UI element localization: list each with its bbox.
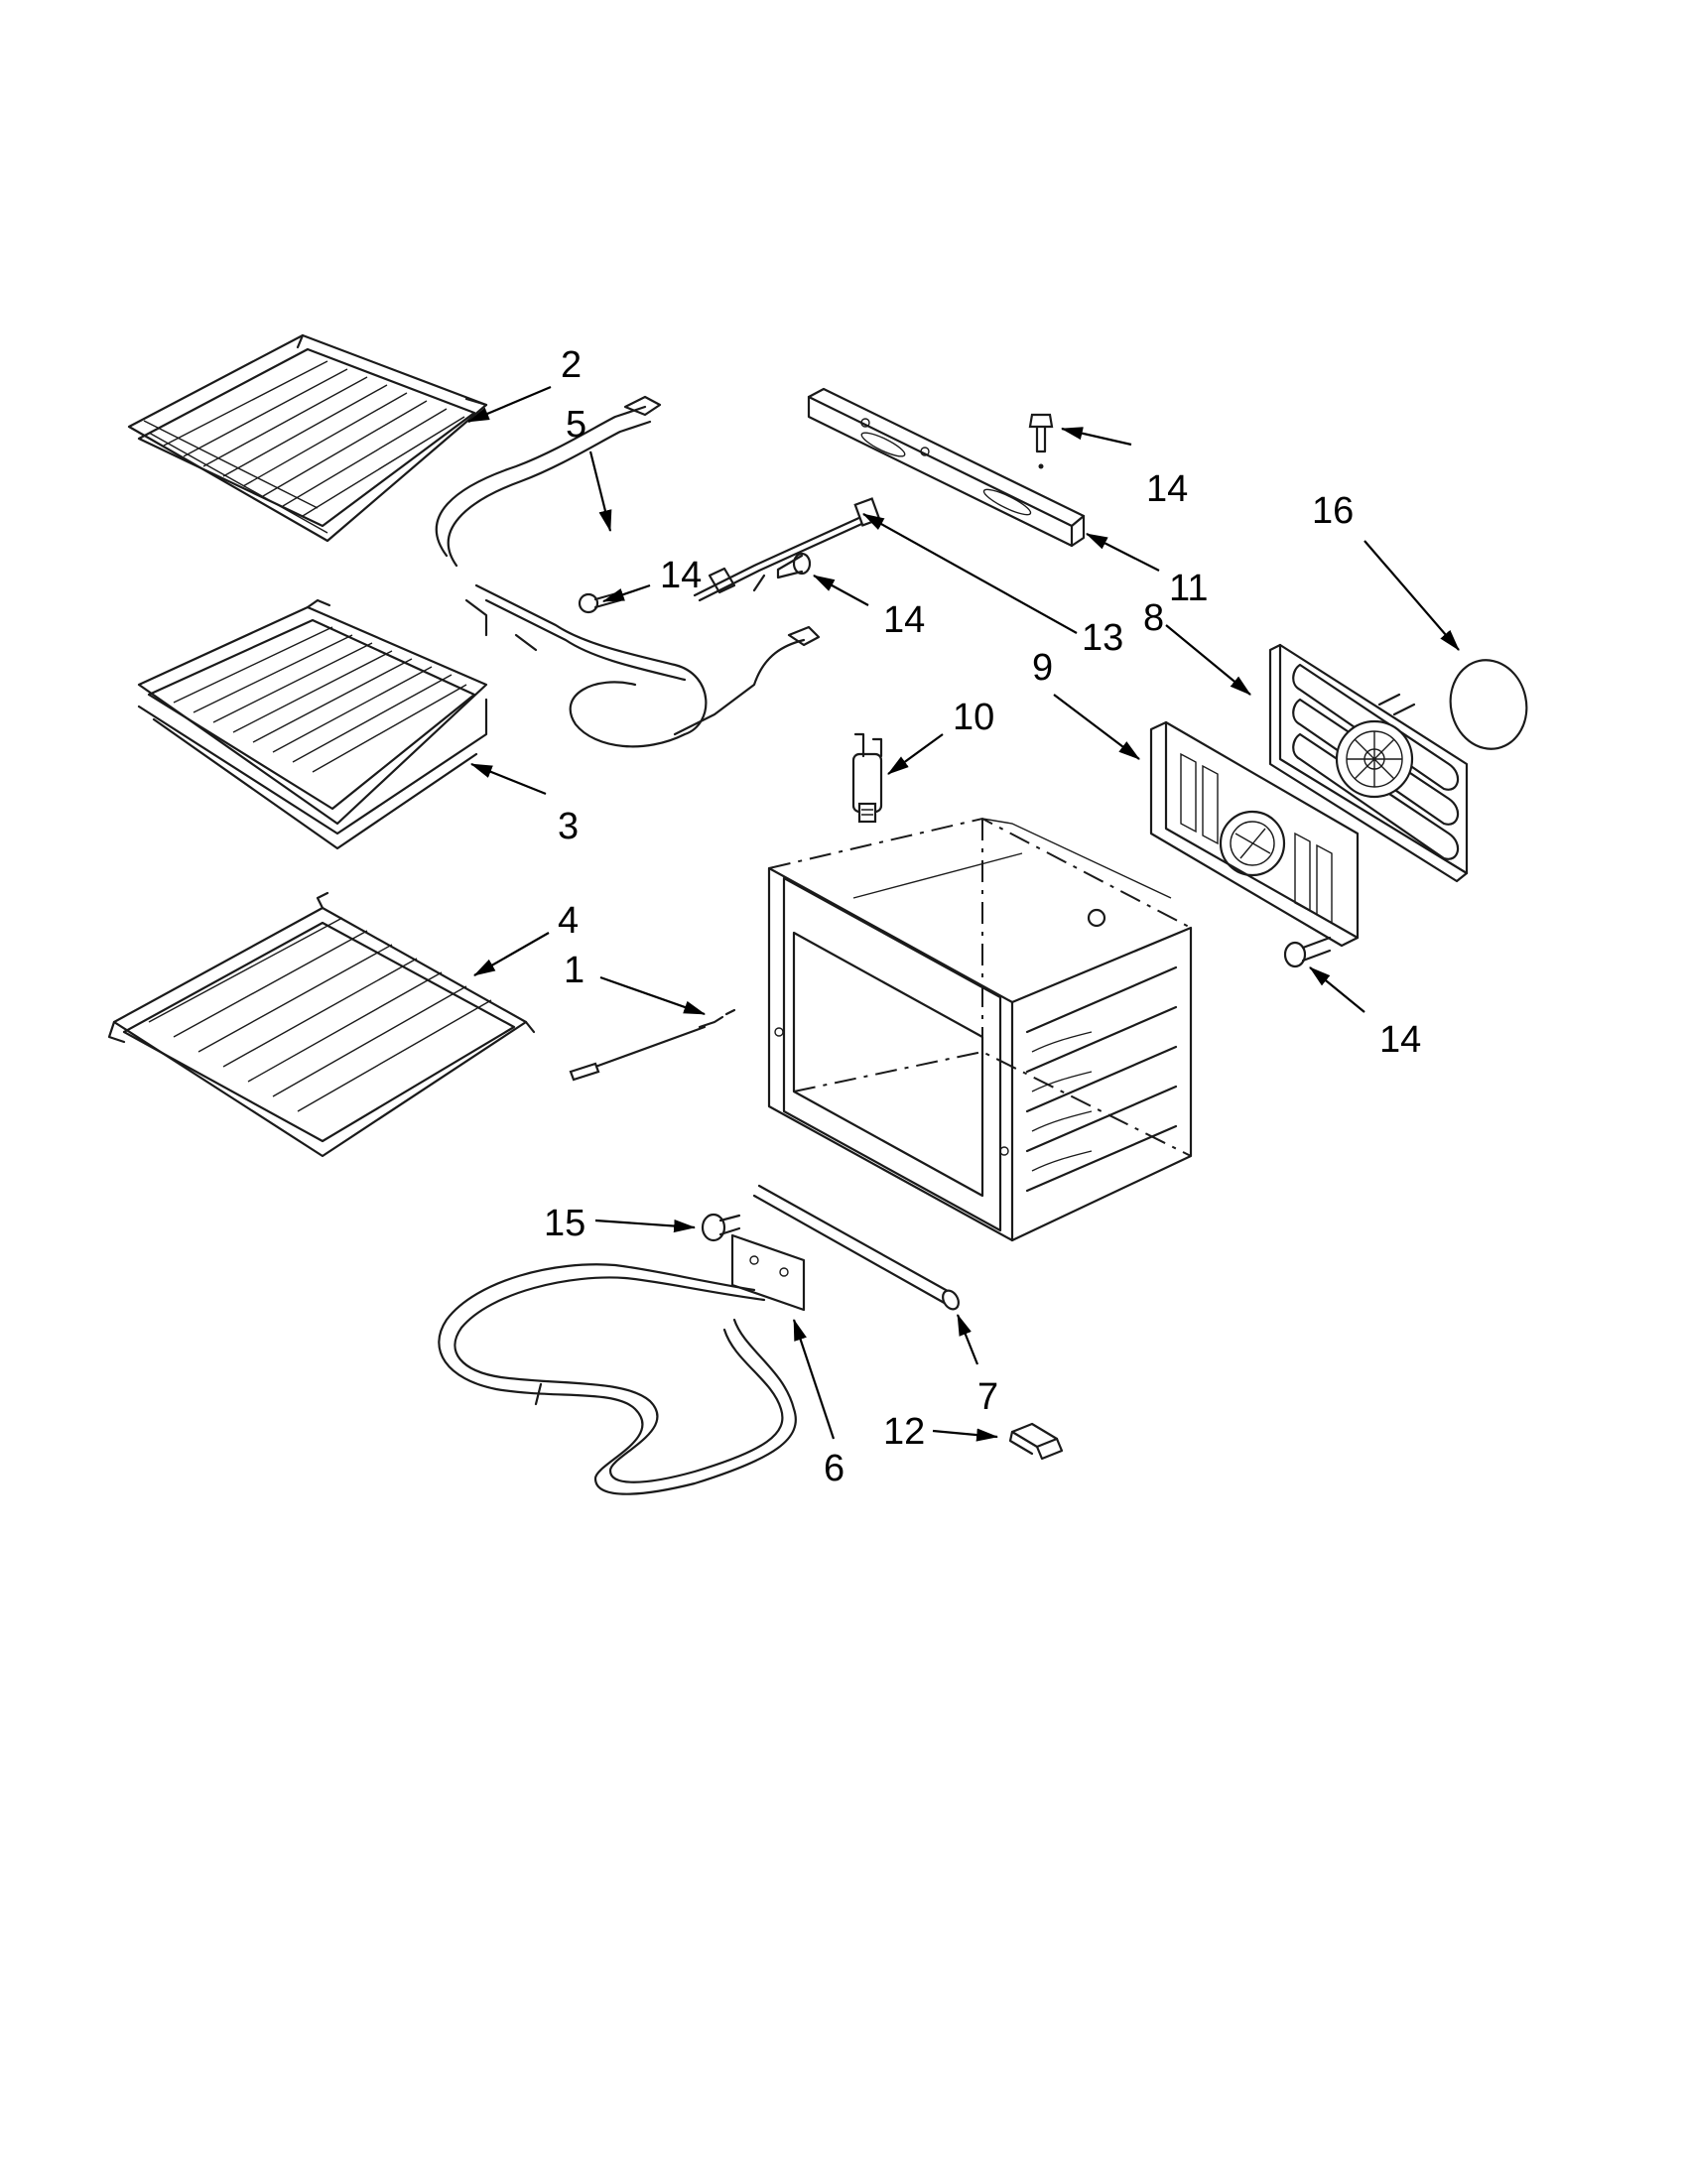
bake-element xyxy=(438,1233,806,1495)
callout-8: 8 xyxy=(1143,597,1164,639)
callout-10: 10 xyxy=(953,697,994,738)
leader-2 xyxy=(466,385,552,424)
screw-14c xyxy=(776,552,812,579)
callout-5: 5 xyxy=(566,404,586,446)
leader-15 xyxy=(594,1219,697,1233)
leader-14d xyxy=(1309,966,1365,1013)
mounting-clip xyxy=(1008,1422,1064,1461)
oven-rack-upper xyxy=(127,333,488,543)
leader-8 xyxy=(1165,624,1251,696)
callout-14: 14 xyxy=(1146,468,1188,510)
convection-fan-cover xyxy=(1149,720,1360,948)
leader-3 xyxy=(469,762,547,796)
callout-6: 6 xyxy=(824,1448,844,1489)
callout-9: 9 xyxy=(1032,647,1053,689)
screw-14d xyxy=(1283,936,1332,968)
convection-element-assembly xyxy=(1268,643,1469,883)
callout-15: 15 xyxy=(544,1203,585,1244)
leader-9 xyxy=(1053,694,1140,760)
leader-10 xyxy=(887,733,944,775)
callout-14: 14 xyxy=(883,599,925,641)
fan-gasket xyxy=(1449,659,1528,750)
callout-3: 3 xyxy=(558,806,579,847)
leader-5 xyxy=(588,450,612,533)
leader-1 xyxy=(599,975,707,1016)
leader-12 xyxy=(932,1428,999,1442)
broil-element xyxy=(435,395,821,748)
leader-16 xyxy=(1363,540,1460,651)
terminal-block xyxy=(701,1213,741,1242)
oven-cavity xyxy=(767,817,1193,1242)
top-bracket xyxy=(807,387,1086,548)
callout-1: 1 xyxy=(564,950,584,991)
callout-12: 12 xyxy=(883,1411,925,1453)
callout-14: 14 xyxy=(660,555,702,596)
leader-7 xyxy=(956,1313,979,1365)
leader-6 xyxy=(792,1318,836,1440)
temperature-sensor xyxy=(693,497,881,602)
callout-7: 7 xyxy=(977,1376,998,1418)
callout-13: 13 xyxy=(1082,617,1123,659)
leader-14b xyxy=(1060,427,1132,447)
screw-14a xyxy=(578,590,622,614)
oven-rack-flat xyxy=(107,891,536,1158)
leader-lines xyxy=(466,385,1460,1442)
callout-14: 14 xyxy=(1379,1019,1421,1061)
leader-14c xyxy=(813,575,869,606)
oven-sensor xyxy=(569,1008,736,1082)
screw-14b xyxy=(1028,413,1054,469)
leader-4 xyxy=(473,932,550,976)
callout-4: 4 xyxy=(558,900,579,942)
callout-16: 16 xyxy=(1312,490,1354,532)
oven-rack-roller xyxy=(137,598,488,850)
leader-14a xyxy=(601,583,651,603)
callout-labels: 2 5 14 3 4 1 14 13 14 11 16 8 9 10 14 15… xyxy=(544,344,1421,1489)
leader-11 xyxy=(1086,533,1160,572)
thermal-fuse xyxy=(851,732,883,824)
leader-13 xyxy=(862,513,1078,634)
callout-11: 11 xyxy=(1169,568,1208,609)
insulation-tube xyxy=(752,1184,960,1311)
callout-2: 2 xyxy=(561,344,582,386)
